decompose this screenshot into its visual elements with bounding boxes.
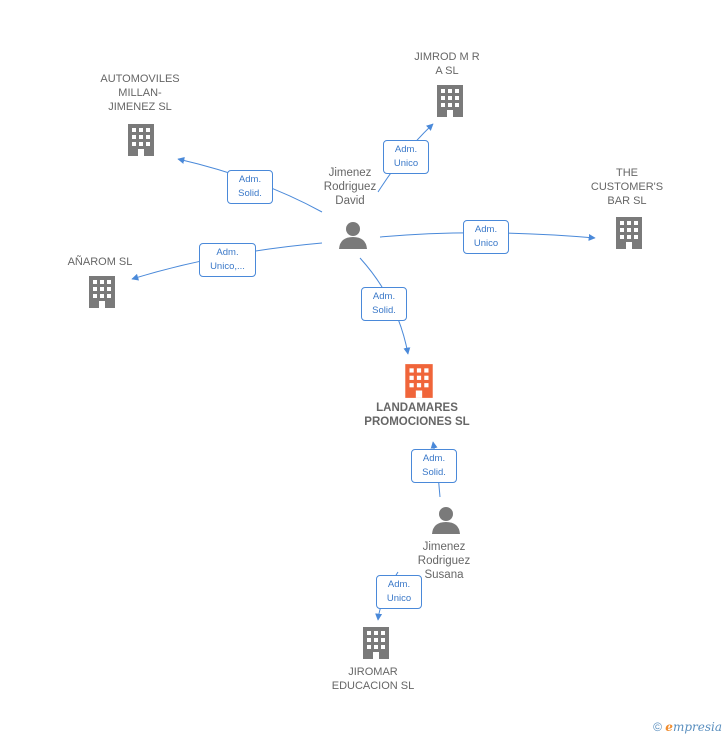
node-automoviles-label: AUTOMOVILES MILLAN- JIMENEZ SL xyxy=(100,73,180,113)
node-jimrod-label: JIMROD M R A SL xyxy=(414,51,480,77)
node-susana-label: Jimenez Rodriguez Susana xyxy=(417,541,471,581)
copyright-icon: © xyxy=(653,720,662,734)
node-landamares-label: LANDAMARES PROMOCIONES SL xyxy=(364,402,470,428)
node-david-label: Jimenez Rodriguez David xyxy=(323,167,377,207)
node-anarom-label: AÑAROM SL xyxy=(67,256,133,268)
credit: © empresia xyxy=(653,720,722,734)
building-icon xyxy=(616,217,642,249)
person-icon xyxy=(432,507,460,534)
edge-label-david-automoviles[interactable]: Adm. Solid. xyxy=(227,170,273,204)
edge-label-susana-landamares[interactable]: Adm. Solid. xyxy=(411,449,457,483)
node-jiromar-label: JIROMAR EDUCACION SL xyxy=(331,666,415,692)
building-icon xyxy=(363,627,389,659)
node-david[interactable]: Jimenez Rodriguez David xyxy=(305,166,395,208)
empresia-logo[interactable]: empresia xyxy=(665,720,722,734)
edge-label-susana-jiromar[interactable]: Adm. Unico xyxy=(376,575,422,609)
edge-label-david-customers[interactable]: Adm. Unico xyxy=(463,220,509,254)
edge-label-david-landamares[interactable]: Adm. Solid. xyxy=(361,287,407,321)
node-jimrod[interactable]: JIMROD M R A SL xyxy=(392,50,502,78)
building-icon xyxy=(437,85,463,117)
node-customers-bar[interactable]: THE CUSTOMER'S BAR SL xyxy=(572,166,682,208)
node-automoviles[interactable]: AUTOMOVILES MILLAN- JIMENEZ SL xyxy=(80,72,200,114)
building-icon xyxy=(128,124,154,156)
edge-label-david-jimrod[interactable]: Adm. Unico xyxy=(383,140,429,174)
person-icon xyxy=(339,222,367,249)
node-jiromar[interactable]: JIROMAR EDUCACION SL xyxy=(318,665,428,693)
edge-label-david-anarom[interactable]: Adm. Unico,... xyxy=(199,243,256,277)
building-icon xyxy=(405,364,433,398)
node-customers-bar-label: THE CUSTOMER'S BAR SL xyxy=(590,167,664,207)
node-landamares[interactable]: LANDAMARES PROMOCIONES SL xyxy=(347,401,487,429)
node-susana[interactable]: Jimenez Rodriguez Susana xyxy=(399,540,489,582)
node-anarom[interactable]: AÑAROM SL xyxy=(50,255,150,269)
building-icon xyxy=(89,276,115,308)
